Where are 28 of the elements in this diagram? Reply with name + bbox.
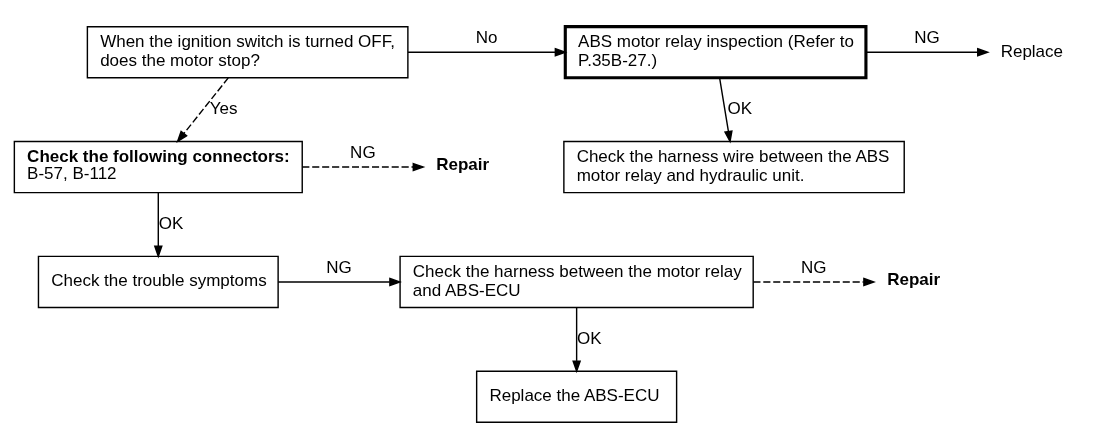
arrow	[865, 47, 990, 57]
arrow	[277, 276, 402, 286]
arrow	[752, 276, 876, 286]
arrow	[718, 76, 733, 143]
arrow	[407, 47, 568, 57]
node-text: Repair	[887, 269, 941, 289]
arrow	[153, 191, 163, 258]
node-text: Replace	[1000, 41, 1064, 61]
edge-label: NG	[350, 142, 376, 162]
node-box: Check the harness between the motor relay and ABS-ECU	[399, 255, 754, 308]
edge-label: NG	[801, 257, 827, 277]
edge-label: No	[475, 27, 498, 47]
node-text: Repair	[436, 154, 490, 174]
arrow	[572, 306, 582, 373]
edge-label: NG	[914, 27, 940, 47]
node-box: Check the harness wire between the ABS motor relay and hydraulic unit.	[563, 140, 905, 193]
edge-label: OK	[577, 328, 602, 348]
node-box: Replace the ABS-ECU	[475, 370, 678, 423]
node-box: When the ignition switch is turned OFF, does the motor stop?	[86, 25, 409, 78]
edge-label: OK	[158, 213, 184, 233]
edge-label: OK	[727, 98, 752, 118]
node-box: ABS motor relay inspection (Refer to P.35B-27.)	[563, 24, 868, 79]
edge-label: NG	[326, 257, 352, 277]
arrow	[301, 162, 426, 172]
node-box: Check the trouble symptoms	[37, 255, 279, 308]
edge-label: Yes	[209, 98, 238, 118]
arrow	[176, 76, 229, 143]
node-box: Check the following connectors: B-57, B-112	[13, 140, 303, 193]
